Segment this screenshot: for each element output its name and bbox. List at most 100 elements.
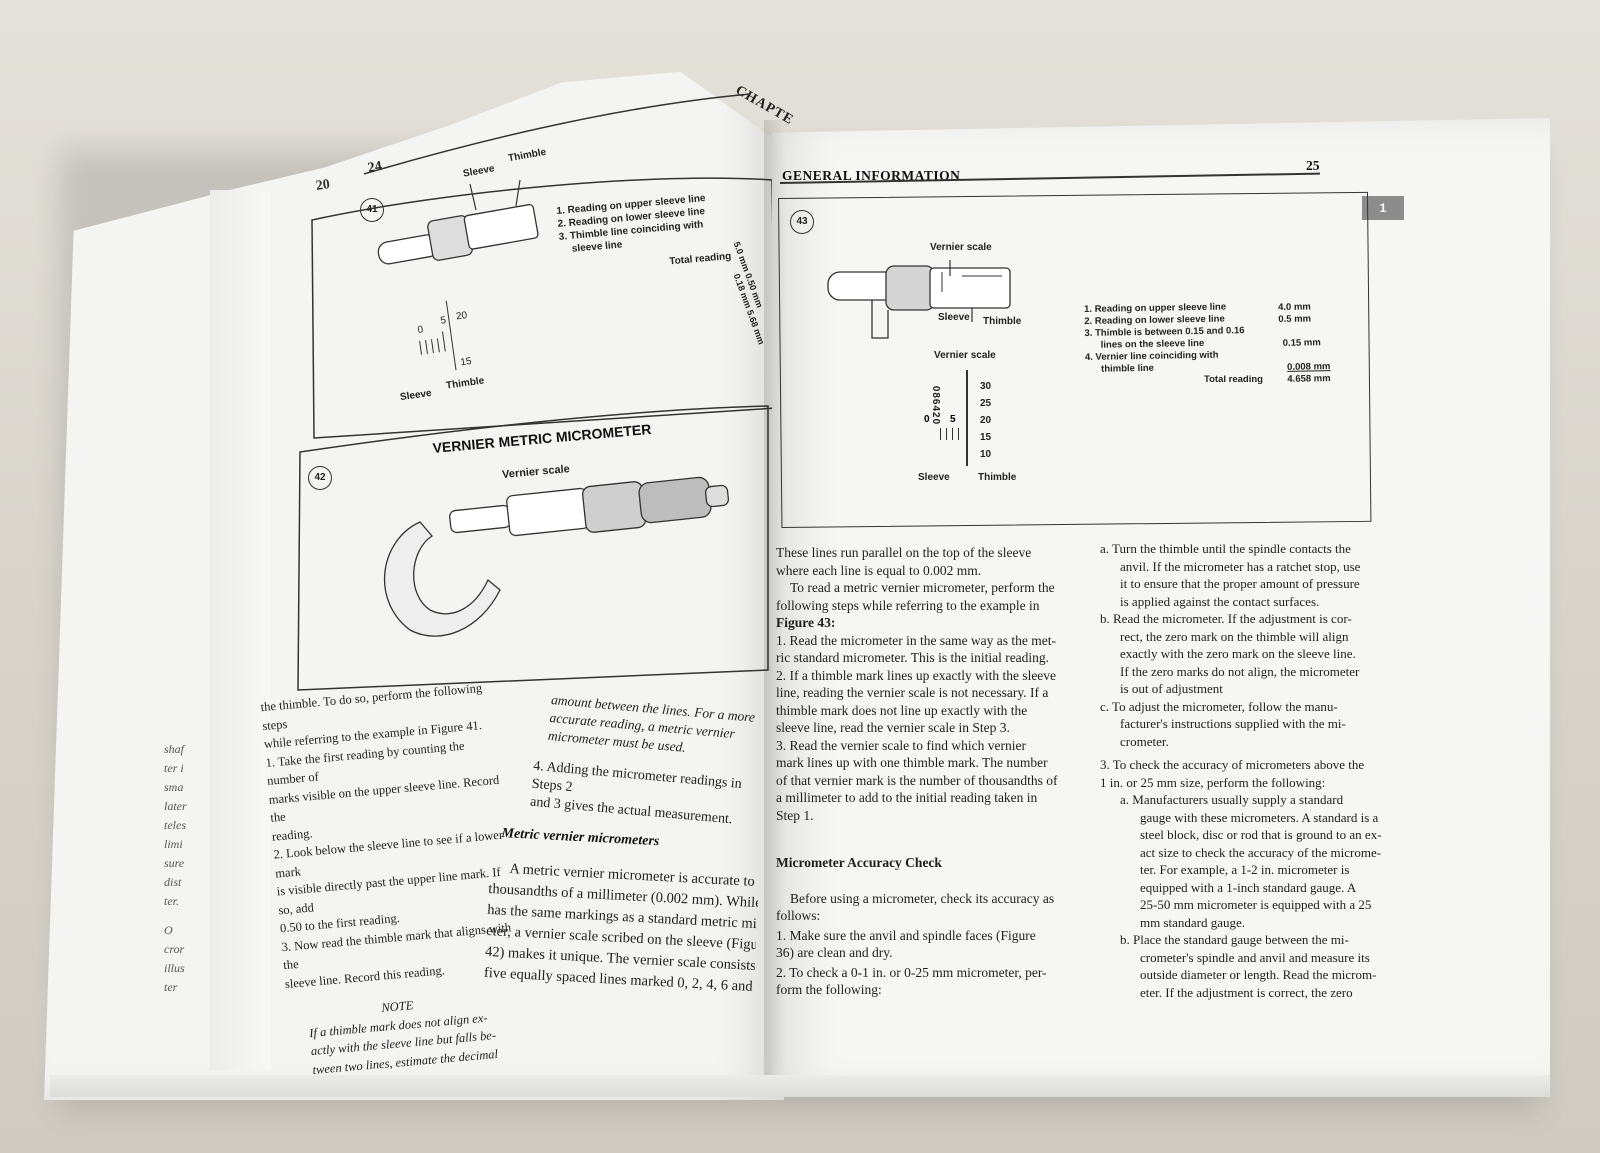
underneath-word: teles [164, 818, 186, 832]
fig43-thimble-25: 25 [980, 398, 992, 409]
right-col1-acc-2: follows: [776, 908, 821, 923]
underneath-word: ter. [164, 894, 179, 908]
right-col2-line: exactly with the zero mark on the sleeve… [1120, 646, 1356, 661]
figure-41-number: 41 [360, 198, 384, 222]
underneath-word: illus [164, 961, 185, 975]
underneath-word: shaf [164, 742, 185, 756]
right-col1-step-2: ric standard micrometer. This is the ini… [776, 650, 1050, 665]
underneath-word: sma [164, 780, 184, 794]
right-col2-line: a. Manufacturers usually supply a standa… [1120, 792, 1344, 807]
fig43-thimble-30: 30 [980, 381, 992, 392]
chapter-tab-badge: 1 [1362, 196, 1404, 220]
fig43-vernier-digits: 086420 [930, 385, 942, 426]
underneath-word: later [164, 799, 187, 813]
fig41-scale-15: 15 [459, 355, 473, 369]
fig43-vernier-top: Vernier scale [930, 242, 992, 253]
figure-41-micrometer-drawing [377, 179, 539, 265]
right-col1-step-11: Step 1. [776, 807, 814, 823]
left-col2: amount between the lines. For a more acc… [529, 690, 769, 832]
fig41-readings: 1. Reading on upper sleeve line 2. Readi… [556, 190, 732, 278]
right-col2: a. Turn the thimble until the spindle co… [1100, 540, 1400, 1001]
right-col2-line: mm standard gauge. [1140, 914, 1246, 930]
right-col1-step-3: 2. If a thimble mark lines up exactly wi… [776, 667, 1057, 683]
right-col2-line: ter. For example, a 1-2 in. micrometer i… [1140, 862, 1350, 877]
right-col1: These lines run parallel on the top of t… [776, 544, 1076, 999]
right-col2-line: anvil. If the micrometer has a ratchet s… [1120, 558, 1361, 574]
right-col2-line: If the zero marks do not align, the micr… [1120, 663, 1360, 679]
right-col1-acc-5: 2. To check a 0-1 in. or 0-25 mm microme… [776, 964, 1047, 980]
underneath-word: sure [164, 856, 185, 870]
figure-43-micrometer-drawing [827, 260, 1011, 339]
fig43-thimble-10: 10 [980, 449, 992, 460]
right-col2-line: is out of adjustment [1120, 681, 1223, 696]
right-col2-line: 25-50 mm micrometer is equipped with a 2… [1140, 897, 1372, 912]
fig43-thimble-15: 15 [980, 432, 992, 443]
underneath-word: dist [164, 875, 182, 889]
right-col1-intro-2: where each line is equal to 0.002 mm. [776, 562, 982, 578]
figure-42-frame [297, 405, 769, 691]
right-col2-line: 1 in. or 25 mm size, perform the followi… [1100, 774, 1326, 790]
right-col2-line: facturer's instructions supplied with th… [1120, 716, 1346, 731]
fig43-readings: 1. Reading on upper sleeve line 2. Readi… [1084, 301, 1245, 376]
fig43-values: 4.0 mm 0.5 mm 0.15 mm 0.008 mm 4.658 mm [1278, 301, 1331, 386]
right-col1-step-4: line, reading the vernier scale is not n… [776, 685, 1049, 700]
right-col2-line: a. Turn the thimble until the spindle co… [1100, 541, 1351, 556]
right-col2-line: gauge with these micrometers. A standard… [1140, 809, 1379, 825]
right-col2-line: outside diameter or length. Read the mic… [1140, 967, 1377, 982]
right-col2-line: act size to check the accuracy of the mi… [1140, 844, 1382, 860]
fig43-value-2: 0.5 mm [1278, 313, 1312, 325]
right-col2-line: c. To adjust the micrometer, follow the … [1100, 698, 1338, 714]
fig43-value-1: 4.0 mm [1278, 301, 1311, 313]
right-col1-step-6: sleeve line, read the vernier scale in S… [776, 720, 1010, 735]
right-col1-para2-1: To read a metric vernier micrometer, per… [790, 580, 1055, 595]
gutter-shadow [764, 120, 786, 1080]
right-col1-acc-4: 36) are clean and dry. [776, 945, 893, 960]
right-col2-line: b. Read the micrometer. If the adjustmen… [1100, 611, 1352, 626]
fig43-thimble-20: 20 [980, 415, 992, 426]
left-col2-para: A metric vernier micrometer is accurate … [483, 858, 760, 998]
right-col1-acc-3: 1. Make sure the anvil and spindle faces… [776, 927, 1036, 943]
accuracy-check-heading: Micrometer Accuracy Check [776, 855, 942, 870]
right-col1-acc-1: Before using a micrometer, check its acc… [790, 890, 1055, 906]
fig43-value-3: 0.15 mm [1282, 337, 1321, 349]
right-col2-line: b. Place the standard gauge between the … [1120, 932, 1349, 947]
fig43-value-5: 4.658 mm [1287, 373, 1331, 385]
right-col1-acc-6: form the following: [776, 982, 882, 997]
right-col2-line: equipped with a 1-inch standard gauge. A [1140, 879, 1357, 895]
figure-43-number: 43 [790, 210, 814, 234]
figure-42-number: 42 [308, 466, 332, 490]
fig43-sleeve-label: Sleeve [938, 312, 970, 323]
right-col1-step-1: 1. Read the micrometer in the same way a… [776, 632, 1057, 648]
right-col1-step-10: a millimeter to add to the initial readi… [776, 790, 1038, 805]
right-col2-line: is applied against the contact surfaces. [1120, 593, 1320, 609]
fig43-total-label: Total reading [1204, 374, 1263, 385]
underneath-word: limi [164, 837, 183, 851]
underneath-word: cror [164, 942, 185, 956]
right-col1-para2-2: following steps while referring to the e… [776, 597, 1040, 613]
page-bottom-edge [50, 1075, 1550, 1097]
right-col2-line: it to ensure that the proper amount of p… [1120, 576, 1360, 591]
right-col2-line: 3. To check the accuracy of micrometers … [1100, 757, 1365, 772]
fig43-sleeve-0: 0 [924, 414, 930, 425]
fig43-vernier-mid: Vernier scale [934, 350, 996, 361]
left-page-edge [210, 190, 270, 1070]
right-col1-step-7: 3. Read the vernier scale to find which … [776, 737, 1027, 753]
left-header-rule [363, 93, 751, 175]
fig41-scale-5: 5 [439, 315, 447, 327]
right-page-number: 25 [1306, 158, 1320, 173]
fig43-thimble-bottom: Thimble [978, 472, 1017, 483]
right-col1-para2-3: Figure 43: [776, 615, 836, 630]
fig43-sleeve-bottom: Sleeve [918, 472, 950, 483]
right-col2-line: crometer's spindle and anvil and measure… [1140, 949, 1370, 965]
fig43-value-4: 0.008 mm [1287, 361, 1331, 373]
right-col2-line: eter. If the adjustment is correct, the … [1140, 984, 1353, 1000]
right-col1-step-9: of that vernier mark is the number of th… [776, 772, 1058, 788]
right-col2-line: rect, the zero mark on the thimble will … [1120, 628, 1349, 644]
fig43-thimble-label: Thimble [983, 316, 1022, 327]
right-col1-step-8: mark lines up with one thimble mark. The… [776, 755, 1048, 770]
fig43-sleeve-5: 5 [950, 414, 956, 425]
fig41-scale-0: 0 [416, 324, 424, 337]
underneath-word: ter i [164, 761, 184, 775]
fig41-scale-20: 20 [455, 310, 468, 323]
